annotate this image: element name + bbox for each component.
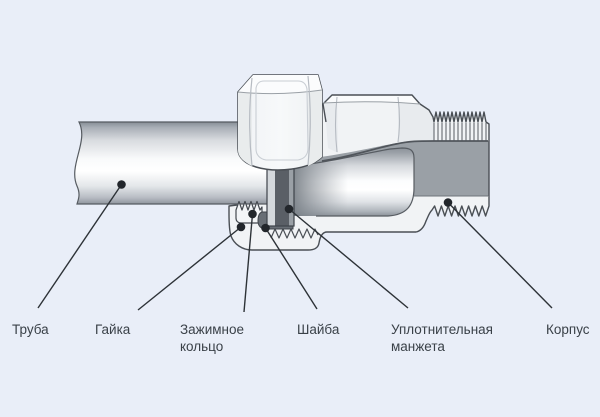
callout-line-cuff bbox=[288, 208, 409, 309]
callout-dots bbox=[117, 180, 453, 233]
callout-line-nut bbox=[137, 226, 242, 311]
label-washer: Шайба bbox=[297, 322, 340, 337]
callout-line-body bbox=[447, 202, 553, 309]
label-pipe: Труба bbox=[12, 322, 49, 337]
label-sealing-cuff: Уплотнительная манжета bbox=[391, 322, 493, 354]
nut-graphic bbox=[237, 74, 323, 171]
callout-line-washer bbox=[264, 227, 318, 310]
callout-dot-body bbox=[443, 198, 453, 207]
callout-dot-cuff bbox=[284, 204, 294, 214]
cutaway-boundary-curve bbox=[321, 140, 488, 162]
body-outline bbox=[228, 94, 490, 251]
callout-dot-pipe bbox=[117, 180, 126, 189]
callout-dot-ring bbox=[248, 209, 257, 219]
callout-dot-washer bbox=[261, 223, 270, 233]
sealing-cuff-graphic bbox=[291, 147, 415, 217]
callout-line-ring bbox=[243, 213, 254, 313]
callout-lines bbox=[37, 184, 553, 313]
callout-line-pipe bbox=[37, 184, 123, 309]
label-nut: Гайка bbox=[95, 322, 131, 337]
label-clamp-ring: Зажимное кольцо bbox=[180, 322, 244, 354]
label-body: Корпус bbox=[546, 322, 590, 337]
callout-dot-nut bbox=[236, 222, 246, 232]
